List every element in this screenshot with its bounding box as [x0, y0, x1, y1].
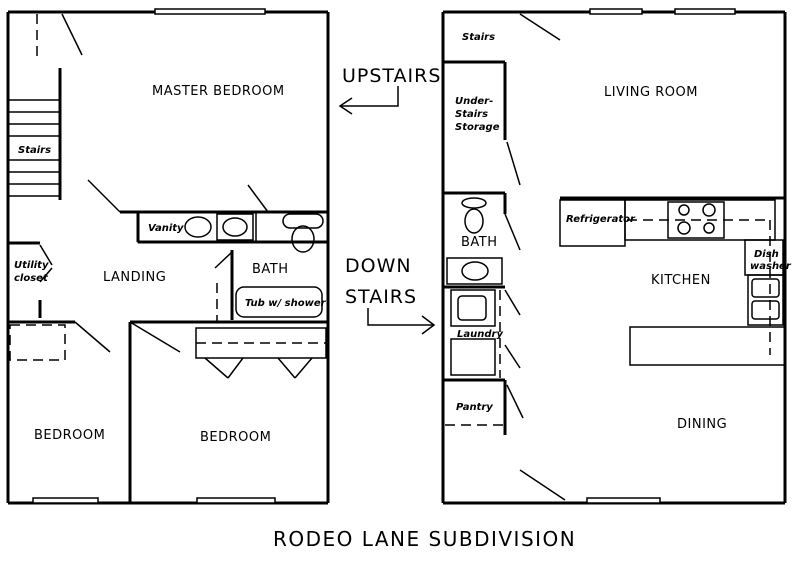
bedroom-right-label: BEDROOM — [200, 430, 271, 445]
tub-label: Tub w/ shower — [245, 298, 327, 309]
kitchen-label: KITCHEN — [651, 273, 711, 288]
upstairs-plan: MASTER BEDROOM Stairs Vanity Utility clo… — [6, 8, 330, 505]
upstairs-stairs-label: Stairs — [18, 145, 51, 156]
upstairs-stairs — [8, 68, 62, 200]
dishwasher-label-1: Dish — [754, 249, 779, 260]
dishwasher-label-2: washer — [750, 261, 792, 272]
dining-label: DINING — [677, 417, 727, 432]
kitchen-counters — [559, 196, 786, 366]
left-arrow-icon — [340, 86, 399, 107]
pantry-label: Pantry — [456, 402, 493, 413]
refrigerator-label: Refrigerator — [566, 214, 636, 225]
upstairs-bath-label: BATH — [252, 262, 289, 277]
master-bedroom-label: MASTER BEDROOM — [152, 84, 285, 99]
storage-label-3: Storage — [455, 122, 500, 133]
laundry-label: Laundry — [457, 329, 503, 340]
right-arrow-icon — [367, 308, 434, 326]
upstairs-toilet — [282, 213, 324, 253]
downstairs-plan: Stairs Under- Stairs Storage LIVING ROOM… — [441, 8, 792, 505]
living-room-label: LIVING ROOM — [604, 85, 698, 100]
subdivision-caption: RODEO LANE SUBDIVISION — [273, 527, 576, 551]
downstairs-heading: DOWN STAIRS — [345, 255, 436, 335]
downstairs-stairs-label: Stairs — [462, 32, 495, 43]
upstairs-heading-text: UPSTAIRS — [342, 65, 441, 87]
vanity-label: Vanity — [148, 223, 184, 234]
downstairs-heading-text-2: STAIRS — [345, 286, 417, 308]
upstairs-heading: UPSTAIRS — [338, 65, 441, 115]
downstairs-bath-label: BATH — [461, 235, 498, 250]
utility-closet-label-1: Utility — [14, 260, 49, 271]
storage-label-2: Stairs — [455, 109, 488, 120]
downstairs-heading-text-1: DOWN — [345, 255, 412, 277]
vanity-sinks — [137, 211, 257, 243]
storage-label-1: Under- — [455, 96, 493, 107]
utility-closet-label-2: closet — [14, 273, 49, 284]
bedroom-left-label: BEDROOM — [34, 428, 105, 443]
landing-label: LANDING — [103, 270, 166, 285]
